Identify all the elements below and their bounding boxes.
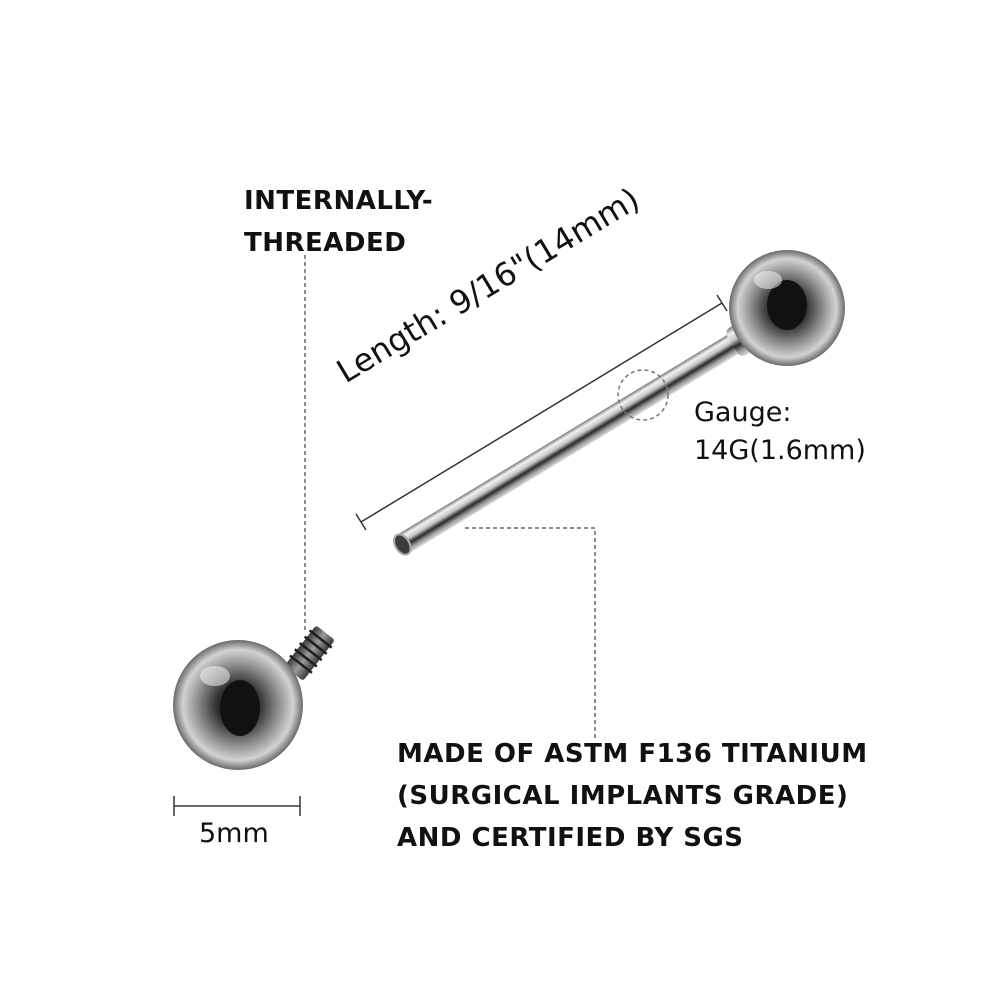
material-leader-line <box>465 527 596 738</box>
gauge-detail-circle <box>617 369 669 421</box>
material-line-2: (SURGICAL IMPLANTS GRADE) <box>397 781 849 811</box>
length-dimension-line <box>355 294 728 531</box>
internally-threaded-line-1: INTERNALLY- <box>244 186 434 216</box>
gauge-value: 14G(1.6mm) <box>694 435 866 466</box>
internal-thread-opening <box>393 533 412 556</box>
material-line-1: MADE OF ASTM F136 TITANIUM <box>397 739 868 769</box>
barbell-bar <box>396 330 748 553</box>
gauge-label: Gauge: 14G(1.6mm) <box>694 394 866 470</box>
material-line-3: AND CERTIFIED BY SGS <box>397 823 744 853</box>
gauge-title: Gauge: <box>694 397 792 428</box>
internally-threaded-label: INTERNALLY- THREADED <box>244 180 433 264</box>
ball-size-dimension-line <box>173 796 301 816</box>
ball-size-label: 5mm <box>199 818 269 849</box>
barbell <box>393 250 845 556</box>
internally-threaded-line-2: THREADED <box>244 228 407 258</box>
material-label: MADE OF ASTM F136 TITANIUM (SURGICAL IMP… <box>397 733 868 859</box>
threaded-ball <box>173 626 334 770</box>
